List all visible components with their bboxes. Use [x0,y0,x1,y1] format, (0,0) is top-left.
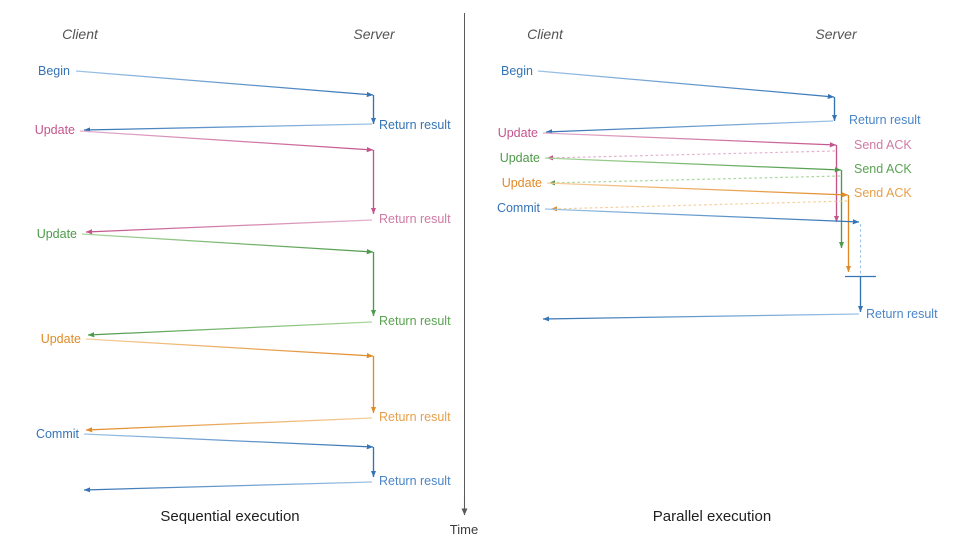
label-update-parallel-3: Update [502,176,542,190]
label-update-3: Update [41,332,81,346]
label-return-result-3: Return result [379,314,451,328]
arrow-begin-parallel [537,70,835,100]
arrow-update-1 [79,130,374,153]
caption-sequential: Sequential execution [160,508,299,525]
message-return-result-5: Return result [83,474,451,493]
arrow-update-parallel-3 [546,182,849,198]
message-return-result-parallel-1: Return result [545,113,921,135]
message-send-ack-2: Send ACK [548,162,912,186]
label-commit: Commit [36,427,80,441]
label-return-result-5: Return result [379,474,451,488]
label-return-result-parallel-2: Return result [866,307,938,321]
arrow-update-2 [81,233,374,255]
arrow-commit [83,433,374,450]
label-return-result-2: Return result [379,212,451,226]
arrow-return-result-2 [85,219,373,235]
label-begin-parallel: Begin [501,64,533,78]
label-return-result-parallel-1: Return result [849,113,921,127]
actor-label-client-parallel: Client [527,26,564,42]
message-update-parallel-2: Update [500,151,842,173]
panel-parallel: Client Server Begin Return result Update… [497,26,938,525]
label-begin: Begin [38,64,70,78]
label-return-result-1: Return result [379,118,451,132]
time-axis: Time [450,13,478,537]
message-update-parallel-1: Update [498,126,837,148]
message-commit-parallel: Commit [497,201,860,225]
arrow-return-result-parallel-1 [545,120,834,135]
arrow-send-ack-3 [550,200,848,212]
message-return-result-4: Return result [85,410,451,433]
message-return-result-2: Return result [85,212,451,235]
panel-sequential: Client Server Begin Return result Update [35,26,451,525]
message-update-parallel-3: Update [502,176,849,198]
message-send-ack-1: Send ACK [546,138,912,161]
message-return-result-1: Return result [83,118,451,133]
time-axis-label: Time [450,522,478,537]
label-update-parallel-1: Update [498,126,538,140]
caption-parallel: Parallel execution [653,508,771,525]
label-commit-parallel: Commit [497,201,541,215]
label-send-ack-1: Send ACK [854,138,912,152]
arrow-update-parallel-1 [542,132,837,148]
message-update-1: Update [35,123,374,153]
arrow-return-result-4 [85,417,373,433]
label-return-result-4: Return result [379,410,451,424]
message-return-result-parallel-2: Return result [542,307,938,322]
label-update-1: Update [35,123,75,137]
message-begin: Begin [38,64,374,98]
message-update-3: Update [41,332,374,359]
message-begin-parallel: Begin [501,64,835,100]
arrow-return-result-parallel-2 [542,313,860,322]
label-update-2: Update [37,227,77,241]
arrow-commit-parallel [544,208,860,225]
actor-label-client: Client [62,26,99,42]
arrow-send-ack-1 [546,150,836,161]
message-send-ack-3: Send ACK [550,186,912,212]
label-send-ack-3: Send ACK [854,186,912,200]
arrow-update-parallel-2 [544,157,842,173]
arrow-begin [75,70,374,98]
message-return-result-3: Return result [87,314,451,338]
label-send-ack-2: Send ACK [854,162,912,176]
message-update-2: Update [37,227,374,255]
actor-label-server: Server [353,26,396,42]
arrow-send-ack-2 [548,175,841,186]
message-commit: Commit [36,427,374,450]
arrow-return-result-1 [83,123,373,133]
arrow-return-result-3 [87,321,373,338]
actor-label-server-parallel: Server [815,26,858,42]
arrow-return-result-5 [83,481,373,493]
label-update-parallel-2: Update [500,151,540,165]
arrow-update-3 [85,338,374,359]
